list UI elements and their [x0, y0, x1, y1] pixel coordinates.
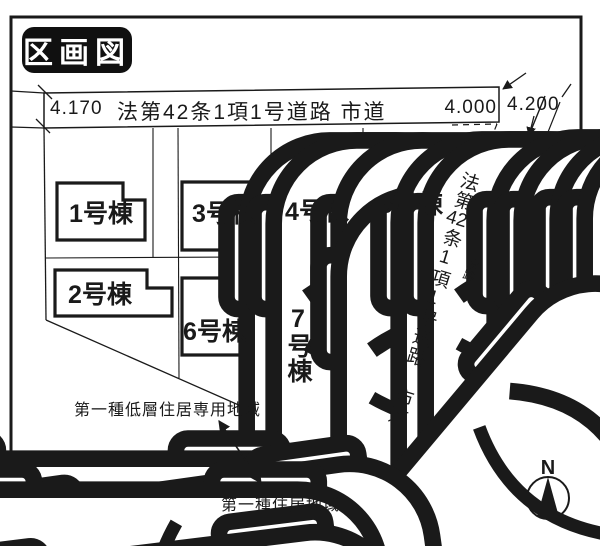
north-label: N [540, 457, 556, 479]
zone-boundary-arrow [218, 420, 262, 484]
dim-tick [561, 83, 572, 98]
zone-residential-label: 第一種住居地域 [221, 497, 341, 514]
building-2-outline [53, 268, 174, 318]
zone-low-rise-label: 第一種低層住居専用地域 [74, 402, 262, 419]
building-6-label: 6号棟 [183, 318, 247, 346]
dimension-right: 4.000 [444, 97, 497, 118]
building-1-outline [55, 181, 147, 242]
lot-divider [177, 127, 180, 379]
building-3-label: 3号棟 [192, 200, 256, 228]
top-road-band [10, 72, 572, 137]
page-title: 区画図 [22, 27, 132, 73]
dim-tick [37, 84, 53, 100]
building-2-label: 2号棟 [68, 281, 132, 309]
dimension-side-road: 4.200 [507, 94, 560, 115]
top-road-label: 法第42条1項1号道路 市道 [117, 101, 387, 124]
north-compass [526, 476, 570, 520]
dim-leader [502, 72, 527, 90]
dim-tick [35, 118, 51, 134]
building-4-label: 4号棟 [285, 198, 349, 226]
building-1-label: 1号棟 [69, 200, 133, 228]
north-arrow-icon [537, 477, 559, 517]
building-7-label: 7号棟 [284, 305, 312, 383]
building-5-label: 5号棟 [379, 191, 443, 219]
dimension-left: 4.170 [50, 98, 103, 119]
